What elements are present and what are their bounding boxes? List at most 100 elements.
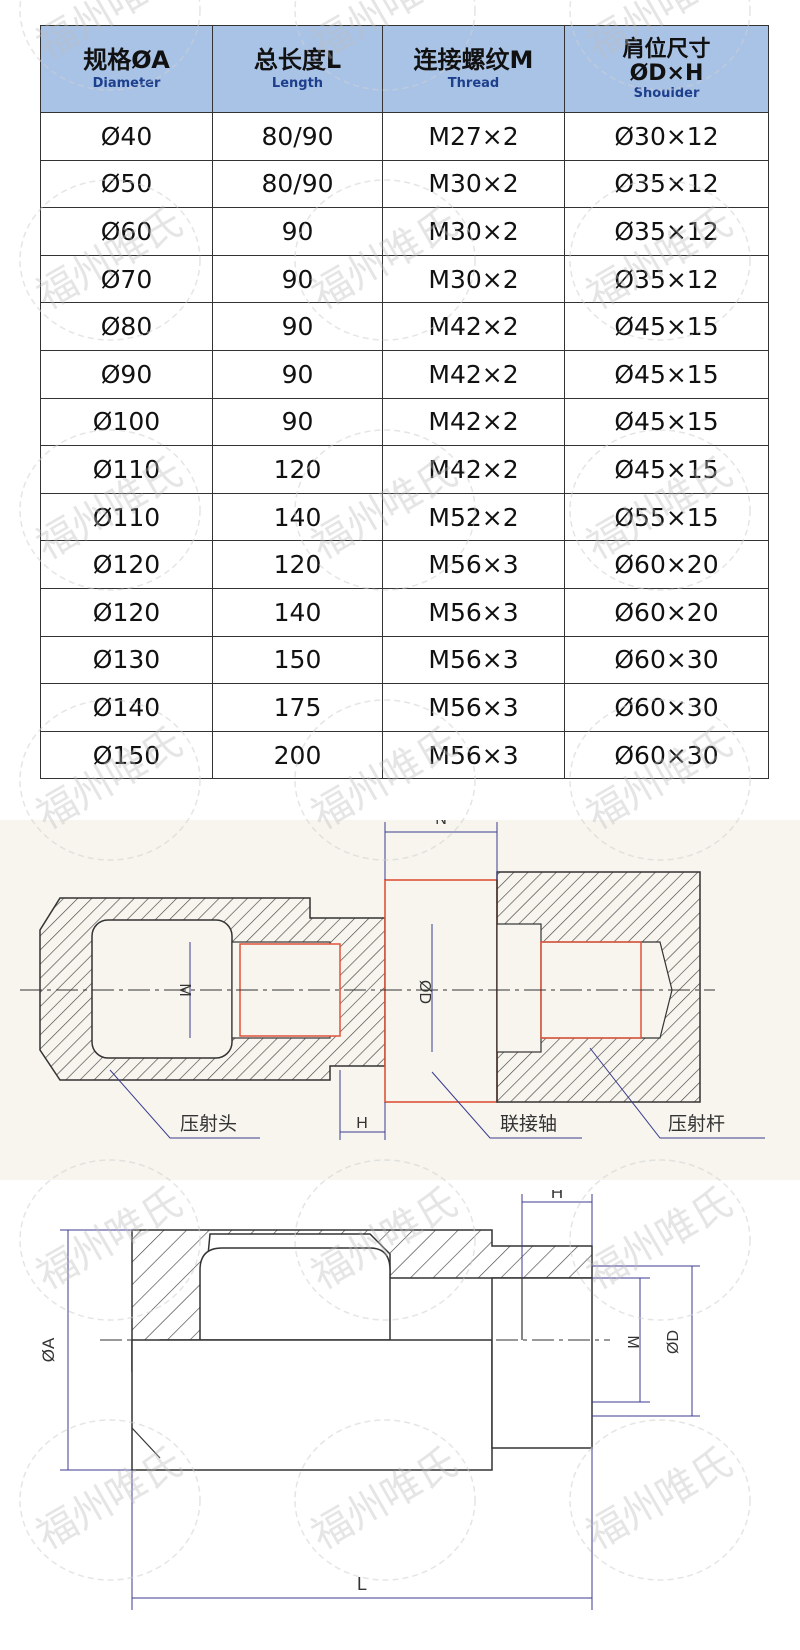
assembly-drawing: N M ØD H 压射头 联接轴 压射杆 (20, 820, 765, 1140)
cell-thread: M56×3 (382, 540, 565, 589)
cell-thread: M27×2 (382, 112, 565, 161)
header-shoulder-cn2: ØD×H (629, 60, 704, 86)
cell-length: 90 (212, 254, 383, 304)
cell-shoulder: Ø60×20 (564, 540, 769, 589)
dim-m-label: M (176, 983, 193, 996)
rod-shoulder-bore (496, 923, 542, 1053)
cell-length: 175 (212, 683, 383, 732)
cell-shoulder: Ø55×15 (564, 492, 769, 542)
cell-thread: M30×2 (382, 207, 565, 256)
part-dim-m-label: M (624, 1335, 641, 1348)
part-lower-body (131, 1339, 493, 1471)
cell-thread: M52×2 (382, 492, 565, 542)
cell-length: 120 (212, 445, 383, 494)
header-length-cn: 总长度L (253, 46, 342, 74)
header-length-en: Length (271, 76, 324, 91)
cell-shoulder: Ø60×30 (564, 683, 769, 732)
cell-length: 90 (212, 207, 383, 256)
label-injection-rod: 压射杆 (668, 1113, 725, 1135)
cell-diameter: Ø60 (40, 207, 213, 256)
cell-thread: M42×2 (382, 302, 565, 351)
cell-length: 80/90 (212, 159, 383, 209)
leader-rod (589, 1047, 765, 1139)
header-diameter-cn: 规格ØA (83, 46, 170, 74)
part-cavity (199, 1247, 391, 1341)
cell-length: 140 (212, 492, 383, 542)
cell-shoulder: Ø45×15 (564, 302, 769, 351)
spec-table-header-row: 规格ØA Diameter 总长度L Length 连接螺纹M Thread 肩… (40, 25, 769, 113)
cell-length: 90 (212, 349, 383, 399)
header-thread-cn: 连接螺纹M (413, 46, 534, 74)
part-drawing: H ØA M ØD L (39, 1190, 700, 1610)
cell-thread: M56×3 (382, 683, 565, 732)
cell-diameter: Ø110 (40, 445, 213, 494)
cell-diameter: Ø130 (40, 635, 213, 685)
cell-length: 90 (212, 302, 383, 351)
cell-diameter: Ø70 (40, 254, 213, 304)
part-thread-section (491, 1277, 593, 1449)
cell-diameter: Ø50 (40, 159, 213, 209)
cell-length: 80/90 (212, 112, 383, 161)
dim-h-label: H (356, 1115, 368, 1132)
cell-length: 120 (212, 540, 383, 589)
spec-table: 规格ØA Diameter 总长度L Length 连接螺纹M Thread 肩… (40, 25, 769, 780)
cell-length: 140 (212, 587, 383, 637)
cell-thread: M56×3 (382, 635, 565, 685)
cell-length: 150 (212, 635, 383, 685)
cell-diameter: Ø120 (40, 587, 213, 637)
leader-head (109, 1069, 260, 1139)
cell-length: 200 (212, 730, 383, 780)
cell-shoulder: Ø60×30 (564, 635, 769, 685)
header-shoulder-cn: 肩位尺寸 (622, 36, 711, 62)
leader-shaft (431, 1071, 582, 1139)
cell-shoulder: Ø45×15 (564, 445, 769, 494)
part-dim-l-label: L (357, 1574, 367, 1594)
cell-diameter: Ø110 (40, 492, 213, 542)
cell-shoulder: Ø45×15 (564, 349, 769, 399)
header-thread: 连接螺纹M Thread (382, 25, 565, 113)
cell-thread: M42×2 (382, 349, 565, 399)
header-thread-en: Thread (447, 76, 500, 91)
cell-diameter: Ø90 (40, 349, 213, 399)
cell-length: 90 (212, 397, 383, 447)
cell-thread: M42×2 (382, 397, 565, 447)
cell-shoulder: Ø35×12 (564, 254, 769, 304)
cell-thread: M42×2 (382, 445, 565, 494)
header-diameter-en: Diameter (92, 76, 161, 91)
header-shoulder-en: Shoulder (633, 85, 700, 101)
cell-diameter: Ø140 (40, 683, 213, 732)
cell-diameter: Ø80 (40, 302, 213, 351)
cell-shoulder: Ø60×20 (564, 587, 769, 637)
cell-shoulder: Ø30×12 (564, 112, 769, 161)
head-cavity (91, 919, 233, 1059)
label-connecting-shaft: 联接轴 (500, 1113, 557, 1135)
cell-diameter: Ø100 (40, 397, 213, 447)
cell-thread: M56×3 (382, 587, 565, 637)
header-diameter: 规格ØA Diameter (40, 25, 213, 113)
dim-n-label: N (435, 820, 447, 828)
cell-shoulder: Ø35×12 (564, 159, 769, 209)
dim-d-label: ØD (416, 980, 433, 1004)
cell-thread: M30×2 (382, 159, 565, 209)
cell-diameter: Ø150 (40, 730, 213, 780)
cell-thread: M56×3 (382, 730, 565, 780)
connecting-shaft-flange (384, 879, 498, 1103)
cell-shoulder: Ø60×30 (564, 730, 769, 780)
spec-table-container: 规格ØA Diameter 总长度L Length 连接螺纹M Thread 肩… (40, 25, 769, 780)
cell-diameter: Ø120 (40, 540, 213, 589)
cell-shoulder: Ø45×15 (564, 397, 769, 447)
